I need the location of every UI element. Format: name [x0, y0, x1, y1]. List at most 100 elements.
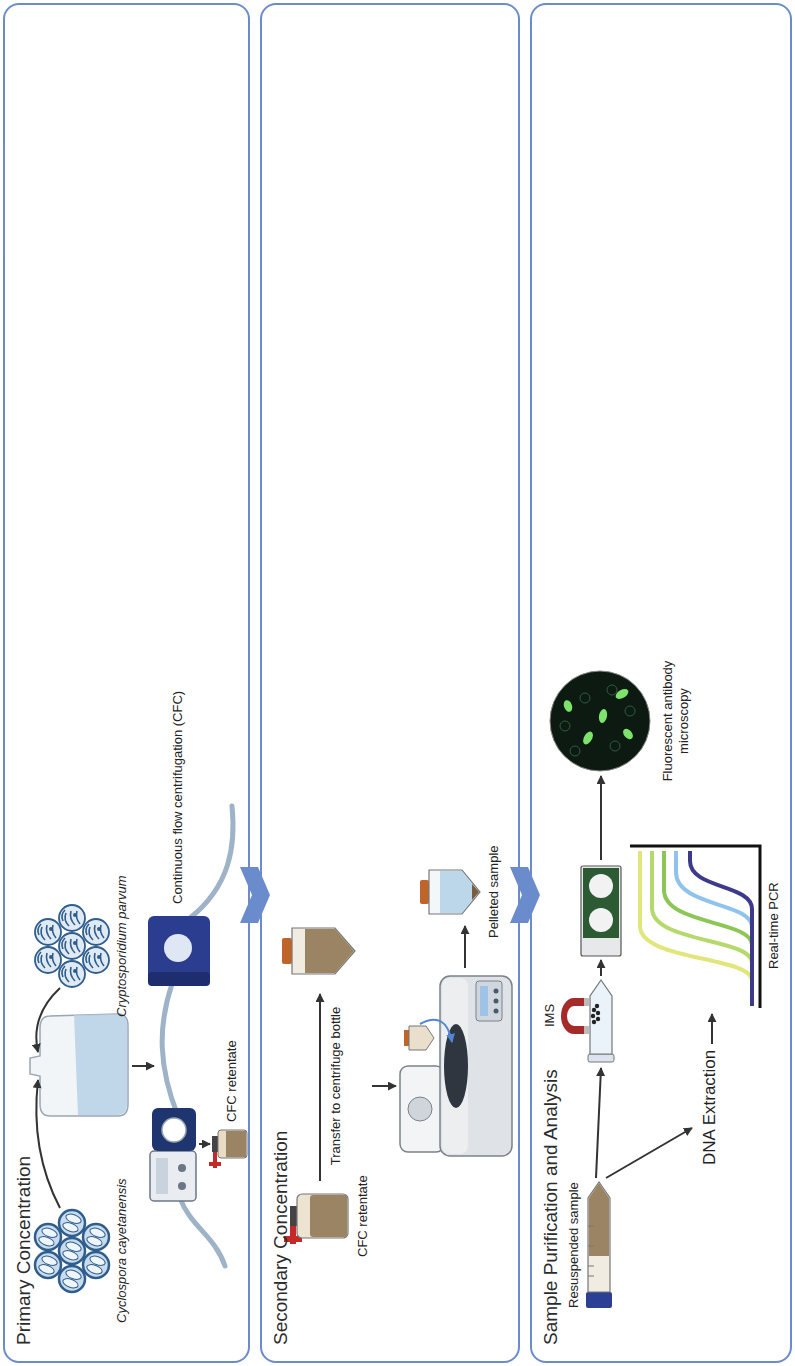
control-button [494, 989, 499, 994]
magnet-pole [584, 1026, 589, 1034]
bead [592, 1020, 596, 1024]
bottle-cap [420, 880, 429, 904]
retentate-liquid [310, 1195, 347, 1237]
figure-label: Resuspended sample [566, 1182, 582, 1308]
panel-box: Primary Concentration [3, 3, 250, 1363]
background-particle [580, 693, 590, 703]
background-particle [560, 721, 570, 731]
pump-knob [178, 1182, 186, 1190]
graduation [588, 1226, 594, 1276]
arrow [132, 1065, 154, 1067]
fluorescent-oocyst [621, 727, 635, 741]
arrow [606, 1128, 692, 1178]
supernatant [440, 871, 479, 913]
amplification-curve [640, 851, 752, 1006]
retentate-bottle [297, 1194, 348, 1238]
arrow [600, 960, 602, 976]
cryptosporidium-oocyst [59, 933, 85, 959]
microscope-slide [581, 866, 621, 956]
figure-label: CFC retentate [224, 1040, 240, 1122]
bottle-cap [212, 1136, 218, 1152]
cyclospora-oocyst [35, 1252, 61, 1278]
fluorescent-oocyst [562, 699, 574, 713]
arrow [464, 926, 466, 968]
cfc-window [164, 934, 192, 962]
pump-roller [162, 1118, 186, 1142]
tubing [180, 1198, 225, 1266]
rotor-chamber [444, 1024, 468, 1108]
arrow [600, 776, 602, 860]
cryptosporidium-oocyst [59, 905, 85, 931]
figure-label: Cryptosporidium parvum [114, 875, 130, 1017]
flow-chevron [240, 867, 270, 923]
panel-box: Secondary Concentration [260, 3, 520, 1363]
control-button [494, 1009, 499, 1014]
amplification-curve [664, 851, 752, 1006]
panel-heading: Sample Purification and Analysis [540, 1069, 563, 1345]
figure-label: Cyclospora cayetanensis [114, 1178, 130, 1323]
pellet [472, 884, 479, 900]
pelleted-bottle [429, 870, 480, 914]
cfc-side [148, 972, 210, 986]
fluorescent-oocyst [614, 687, 630, 701]
arrow [36, 988, 60, 1052]
slide-well [589, 874, 613, 898]
magnet-pole [584, 998, 589, 1006]
centrifuge-deck [442, 978, 468, 1154]
pump-knob [178, 1164, 186, 1172]
cyclospora-oocyst [59, 1238, 85, 1264]
water-bag [30, 1014, 128, 1116]
background-particle [610, 741, 620, 751]
pump-controller [150, 1151, 196, 1201]
control-screen [480, 986, 488, 1016]
flow-chevron [510, 867, 540, 923]
centrifuge-bottle [292, 928, 355, 974]
centrifuge-lid [400, 1066, 444, 1152]
tubing [162, 984, 178, 1116]
water-fill [74, 1014, 127, 1115]
panel-heading: Secondary Concentration [270, 1131, 293, 1345]
figure-label: DNA Extraction [700, 1050, 720, 1165]
tube-lid [588, 1054, 614, 1062]
cryptosporidium-oocyst [83, 919, 109, 945]
figure-label: CFC retentate [355, 1175, 371, 1257]
bead [596, 1017, 600, 1021]
fluorescent-oocyst [581, 730, 595, 746]
retentate-liquid [226, 1131, 246, 1157]
arrow [372, 1085, 396, 1087]
background-particle [570, 746, 580, 756]
amplification-curve [652, 851, 752, 1006]
figure-label: Fluorescent antibody microscopy [660, 646, 691, 796]
valve [209, 1162, 221, 1166]
cyclospora-oocyst [35, 1224, 61, 1250]
cryptosporidium-oocyst [35, 947, 61, 973]
sample-tube [588, 1182, 610, 1292]
bead [591, 1014, 595, 1018]
cyclospora-oocyst [83, 1224, 109, 1250]
retentate-bottle [218, 1130, 247, 1158]
tube-cap [586, 1292, 612, 1308]
figure-label: Transfer to centrifuge bottle [328, 1006, 344, 1166]
amplification-curve [690, 851, 752, 1006]
plot-axes [630, 846, 760, 1008]
slide-well [589, 908, 613, 932]
tubing [190, 806, 233, 918]
cfc-centrifuge [148, 916, 210, 986]
cyclospora-oocyst [59, 1266, 85, 1292]
bead [595, 1004, 599, 1008]
bead [592, 1008, 596, 1012]
arrow [711, 1014, 713, 1044]
figure-label: IMS [542, 1004, 558, 1027]
figure-label: Pelleted sample [486, 846, 502, 939]
panel-heading: Primary Concentration [13, 1156, 36, 1345]
cryptosporidium-oocyst [59, 961, 85, 987]
bottle-cap [282, 938, 292, 964]
control-panel [476, 981, 502, 1021]
arrow [36, 1080, 60, 1208]
centrifuge-body [440, 976, 512, 1156]
figure-label: Continuous flow centrifugation (CFC) [170, 691, 186, 904]
bottle-cap [404, 1030, 409, 1046]
control-button [494, 999, 499, 1004]
